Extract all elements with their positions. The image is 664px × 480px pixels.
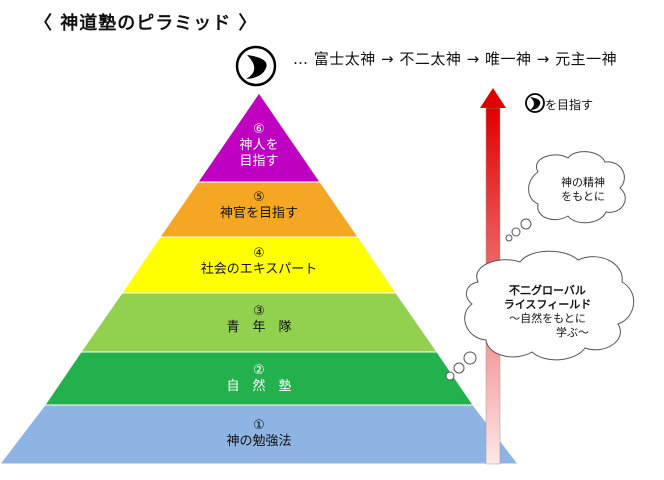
bubble-large-line-3: ～自然をもとに [509,312,586,325]
pyramid-layer-1 [0,404,520,465]
layer-4-label: ④ 社会のエキスパート [169,246,349,278]
layer-3-label: ③ 青 年 隊 [184,304,334,336]
layer-4-text: 社会のエキスパート [200,262,318,277]
bubble-large-line-4: 学ぶ～ [556,326,589,339]
layer-2-number: ② [253,363,265,378]
layer-1-label: ① 神の勉強法 [184,418,334,450]
bubble-small-line-1: 神の精神 [561,176,605,189]
bubble-large-text: 不二グローバル ライスフィールド ～自然をもとに 学ぶ～ [480,284,615,340]
goal-symbol-small-icon [525,93,545,113]
layer-6-number: ⑥ [253,122,265,137]
layer-6-text-1: 神人を [239,138,279,153]
bubble-large-line-1: 不二グローバル [509,284,586,297]
layer-6-label: ⑥ 神人を 目指す [214,122,304,170]
page-title: 〈 神道塾のピラミッド 〉 [34,13,258,34]
layer-3-number: ③ [253,304,265,319]
bubble-small-text: 神の精神 をもとに [543,176,623,204]
bubble-large-line-2: ライスフィールド [503,298,592,311]
thought-bubble-small [505,151,626,242]
layer-4-number: ④ [253,246,265,261]
layer-6-text-2: 目指す [239,154,279,169]
layer-1-text: 神の勉強法 [226,434,292,449]
layer-5-label: ⑤ 神官を目指す [184,190,334,222]
layer-5-text: 神官を目指す [219,206,298,221]
layer-2-text: 自 然 塾 [226,379,292,394]
divine-chain-text: … 富士太神 → 不二太神 → 唯一神 → 元主一神 [293,50,618,68]
goal-label: を目指す [545,98,594,112]
layer-3-text: 青 年 隊 [226,320,292,335]
goal-symbol-icon [235,45,277,87]
thought-bubble-large [445,250,635,381]
layer-2-label: ② 自 然 塾 [184,363,334,395]
bubble-small-line-2: をもとに [561,190,605,203]
layer-5-number: ⑤ [253,190,265,205]
layer-1-number: ① [253,418,265,433]
